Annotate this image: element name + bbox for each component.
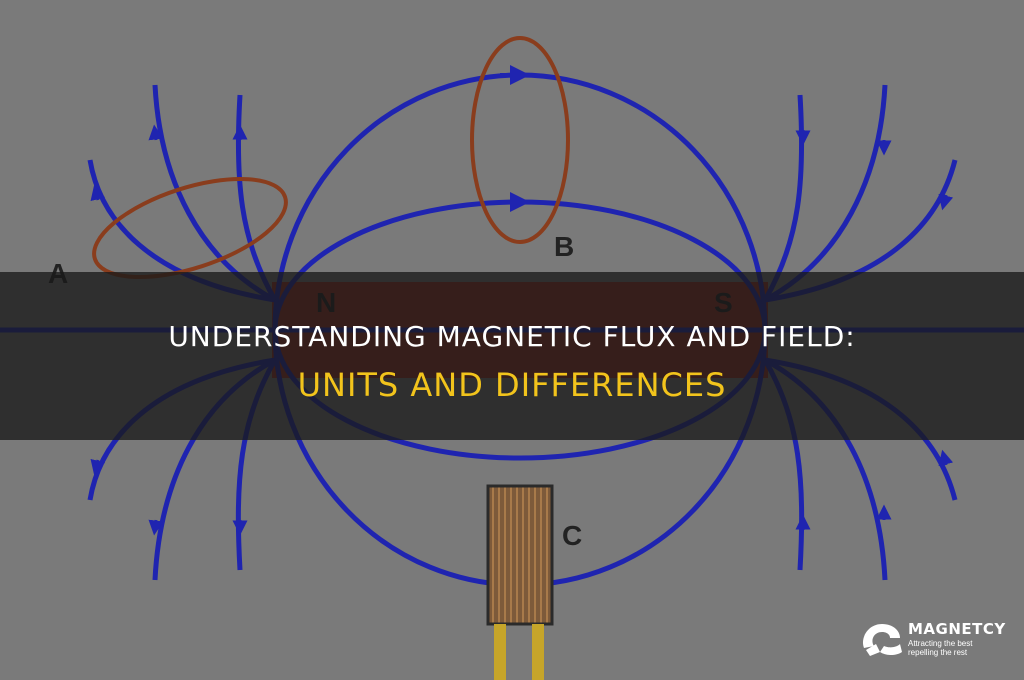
brand-name: MAGNETCY	[908, 620, 1006, 638]
magnet-logo-icon	[862, 624, 902, 656]
brand-logo[interactable]: MAGNETCY Attracting the best repelling t…	[858, 616, 1008, 662]
brand-tagline-line1: Attracting the best	[908, 639, 973, 648]
label-c: C	[562, 520, 582, 551]
loop-b	[470, 36, 570, 244]
brand-tagline: Attracting the best repelling the rest	[908, 639, 1008, 657]
loop-a	[92, 176, 288, 280]
page-subtitle: UNITS AND DIFFERENCES	[297, 366, 727, 404]
brand-tagline-line2: repelling the rest	[908, 648, 968, 657]
label-b: B	[554, 231, 574, 262]
page-title: UNDERSTANDING MAGNETIC FLUX AND FIELD:	[168, 320, 856, 353]
coil-lead-left	[494, 624, 506, 680]
coil-lead-right	[532, 624, 544, 680]
coil-c	[486, 484, 554, 626]
title-banner	[0, 272, 1024, 440]
